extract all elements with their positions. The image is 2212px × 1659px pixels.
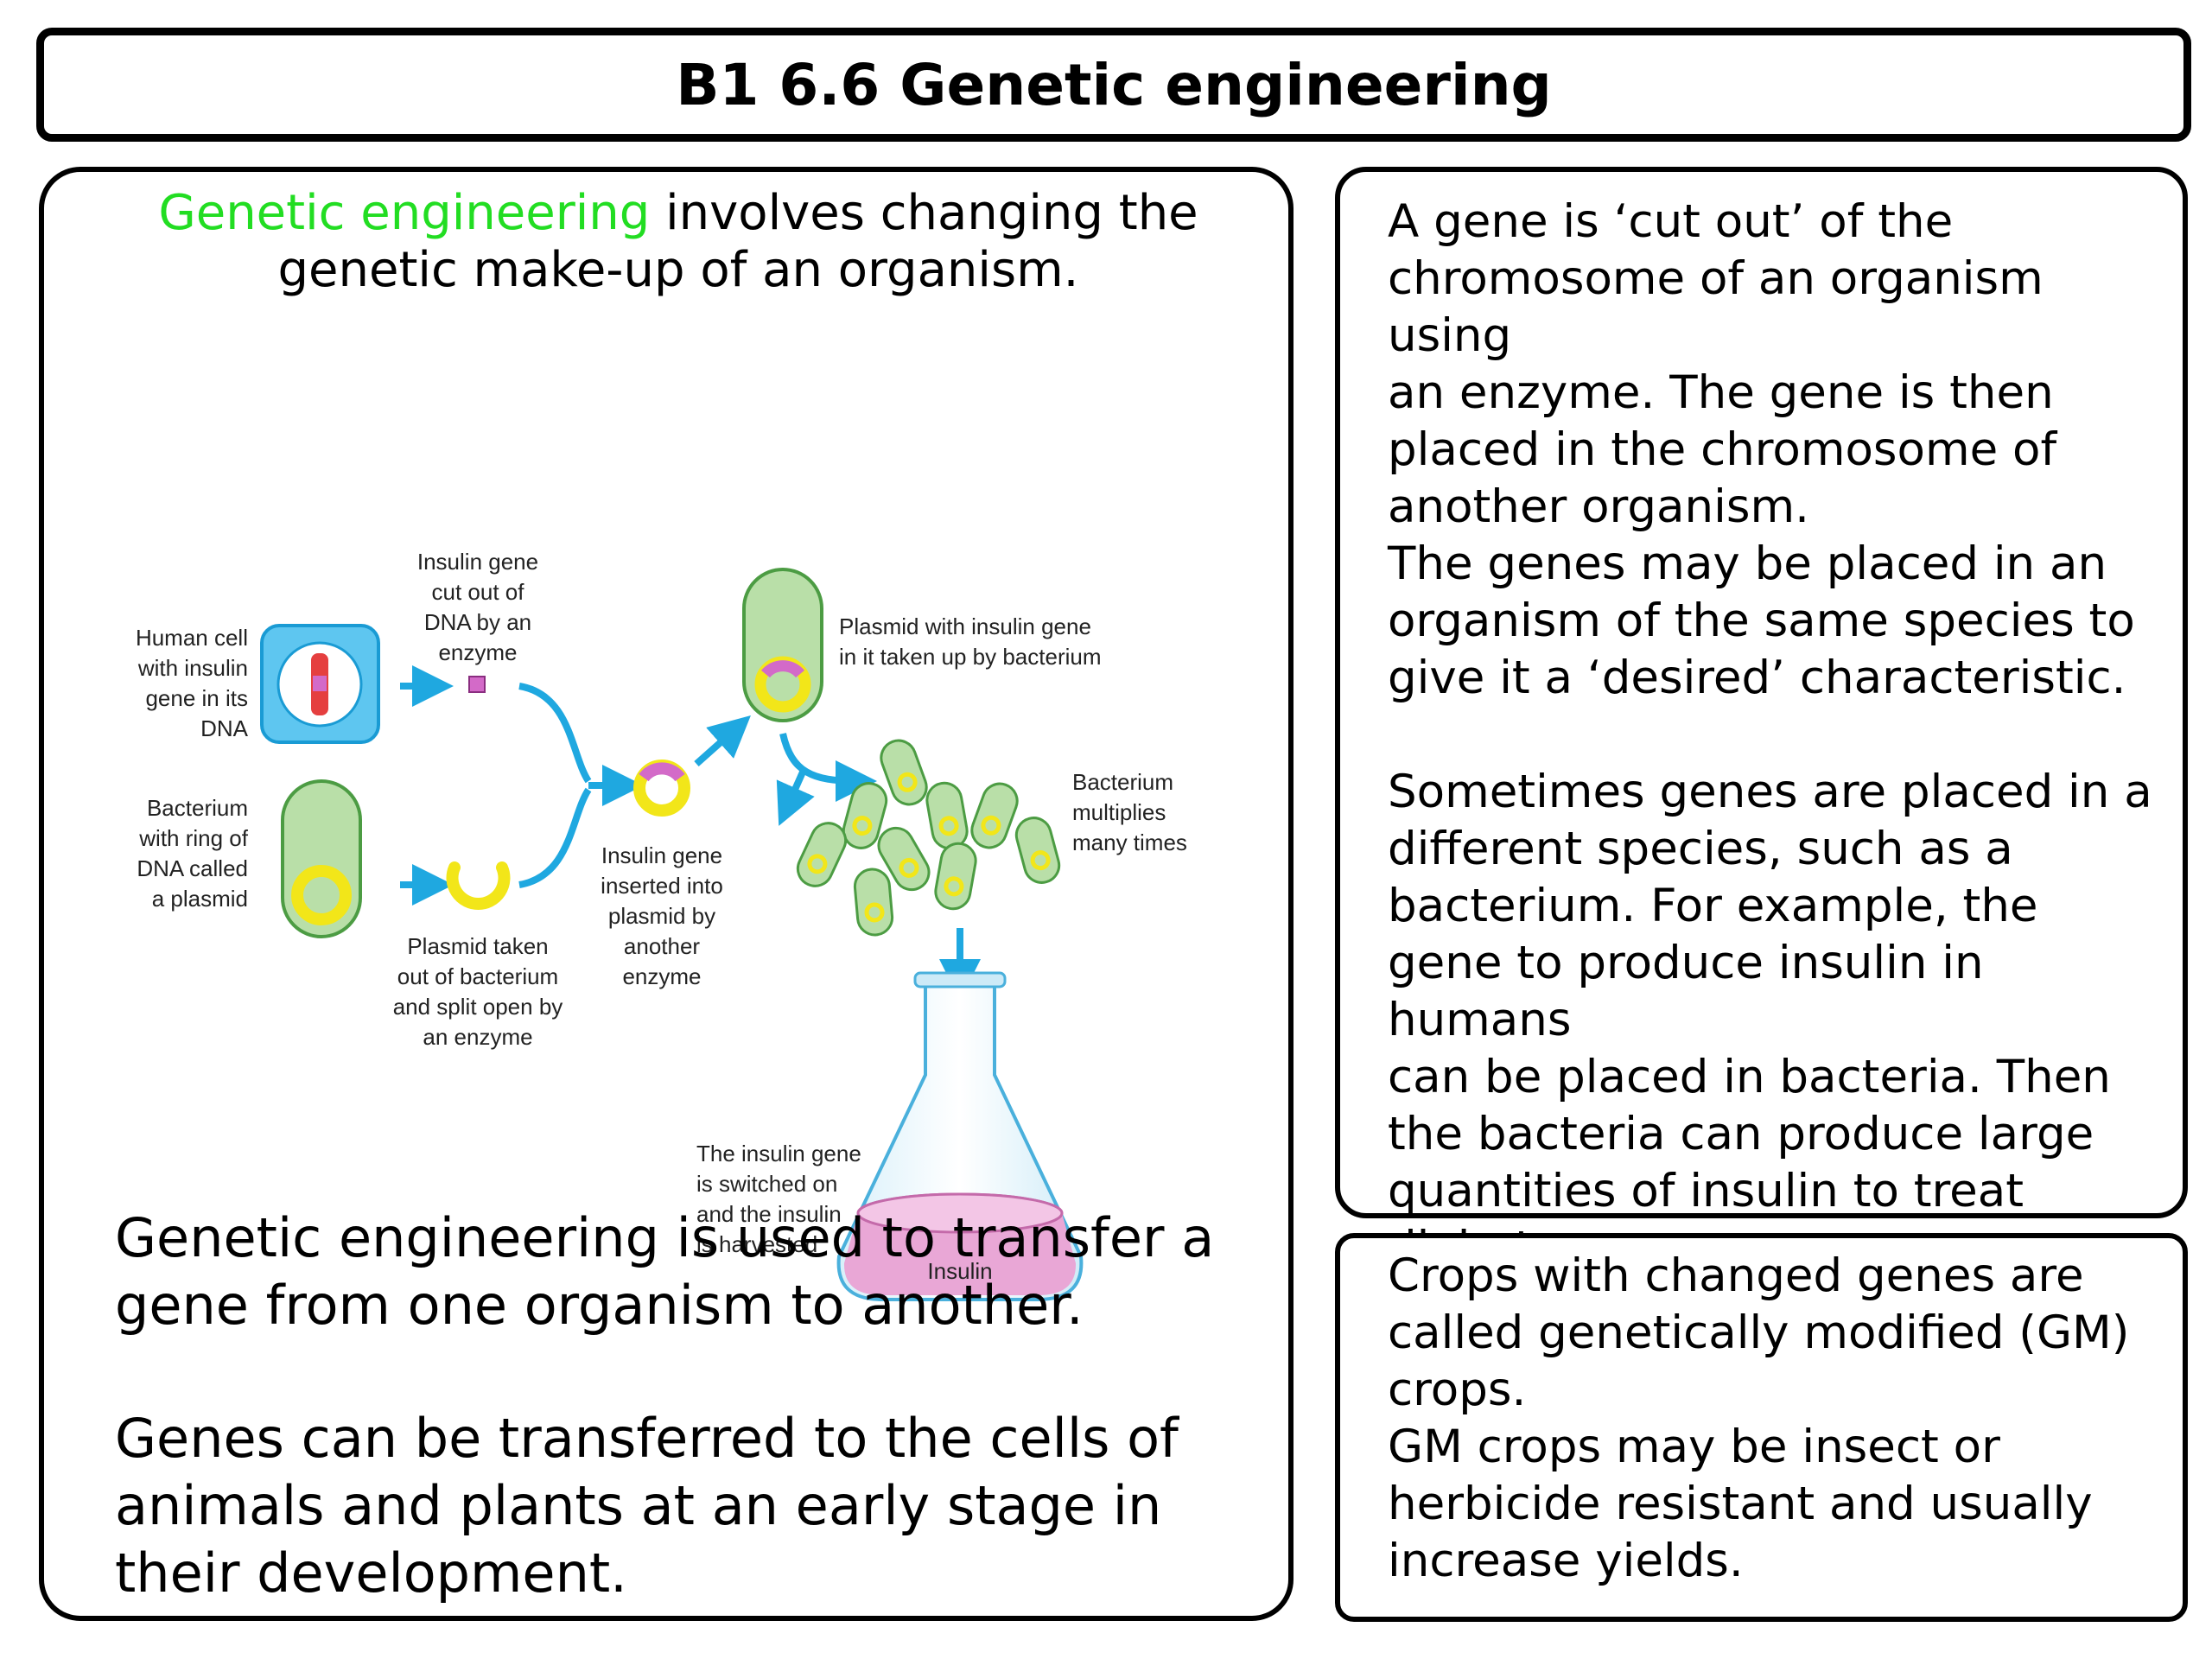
svg-text:with insulin: with insulin xyxy=(137,655,248,681)
svg-text:Plasmid taken: Plasmid taken xyxy=(407,933,548,959)
genetic-engineering-diagram: Human cell with insulin gene in its DNA … xyxy=(136,549,1187,1301)
svg-text:enzyme: enzyme xyxy=(622,963,701,989)
svg-text:is switched on: is switched on xyxy=(696,1171,837,1197)
svg-text:and split open by: and split open by xyxy=(393,994,563,1020)
svg-text:plasmid by: plasmid by xyxy=(608,903,715,929)
svg-text:Bacterium: Bacterium xyxy=(147,795,248,821)
intro-highlight: Genetic engineering xyxy=(158,185,651,241)
svg-text:Insulin gene: Insulin gene xyxy=(601,842,722,868)
svg-text:cut out of: cut out of xyxy=(432,579,525,605)
intro-text: Genetic engineering involves changing th… xyxy=(117,185,1240,299)
svg-text:enzyme: enzyme xyxy=(438,639,517,665)
plasmid-taken-label: Plasmid taken out of bacterium and split… xyxy=(393,933,563,1050)
early-stage-paragraph: Genes can be transferred to the cells of… xyxy=(115,1407,1179,1605)
transformed-bacterium-icon xyxy=(742,568,823,722)
svg-text:The insulin gene: The insulin gene xyxy=(696,1141,861,1166)
right-top-panel: A gene is ‘cut out’ of the chromosome of… xyxy=(1335,167,2188,1274)
gene-inserted-label: Insulin gene inserted into plasmid by an… xyxy=(601,842,723,989)
title-box: B1 6.6 Genetic engineering xyxy=(36,28,2191,142)
right-bottom-panel: Crops with changed genes are called gene… xyxy=(1335,1233,2188,1622)
arrow-merge-top-icon xyxy=(518,683,592,784)
svg-text:out of bacterium: out of bacterium xyxy=(397,963,558,989)
multiplies-label: Bacterium multiplies many times xyxy=(1072,769,1187,855)
svg-text:many times: many times xyxy=(1072,830,1187,855)
human-cell-label: Human cell with insulin gene in its DNA xyxy=(136,625,249,741)
svg-text:Plasmid with insulin gene: Plasmid with insulin gene xyxy=(839,613,1091,639)
svg-text:with ring of: with ring of xyxy=(138,825,248,851)
svg-text:DNA by an: DNA by an xyxy=(424,609,531,635)
flask-icon xyxy=(836,971,1084,1301)
arrow-multiply-icon xyxy=(779,733,877,802)
transfer-paragraph: Genetic engineering is used to transfer … xyxy=(115,1206,1215,1337)
different-species-paragraph: Sometimes genes are placed in a differen… xyxy=(1388,766,2152,1274)
same-species-paragraph: The genes may be placed in an organism o… xyxy=(1388,537,2135,704)
svg-text:another: another xyxy=(624,933,701,959)
svg-text:in it taken up by bacterium: in it taken up by bacterium xyxy=(839,644,1102,670)
svg-text:an enzyme: an enzyme xyxy=(423,1024,532,1050)
arrow-uptake-icon xyxy=(694,715,751,766)
recombinant-plasmid-icon xyxy=(633,760,690,817)
plasmid-uptake-label: Plasmid with insulin gene in it taken up… xyxy=(839,613,1102,670)
bacterium-label: Bacterium with ring of DNA called a plas… xyxy=(137,795,248,912)
svg-text:gene in its: gene in its xyxy=(145,685,248,711)
bacteria-colony-icon xyxy=(796,739,1061,937)
intro-rest: involves changing the genetic make-up of… xyxy=(277,185,1198,298)
svg-text:DNA: DNA xyxy=(200,715,249,741)
svg-text:DNA called: DNA called xyxy=(137,855,248,881)
svg-text:and the insulin: and the insulin xyxy=(696,1201,842,1227)
page-title: B1 6.6 Genetic engineering xyxy=(676,51,1552,118)
svg-text:inserted into: inserted into xyxy=(601,873,723,899)
gene-fragment-icon xyxy=(468,676,486,693)
gene-cut-paragraph: A gene is ‘cut out’ of the chromosome of… xyxy=(1388,195,2057,533)
arrow-merge-bottom-icon xyxy=(518,787,592,888)
open-plasmid-icon xyxy=(446,861,511,910)
svg-text:Human cell: Human cell xyxy=(136,625,248,651)
gene-cut-label: Insulin gene cut out of DNA by an enzyme xyxy=(417,549,538,665)
gm-crops-paragraph: Crops with changed genes are called gene… xyxy=(1388,1249,2130,1416)
left-panel: Genetic engineering involves changing th… xyxy=(39,167,1294,1621)
arrow-multiply-down-icon xyxy=(776,766,815,826)
human-cell-icon xyxy=(260,624,380,744)
svg-text:Insulin gene: Insulin gene xyxy=(417,549,538,575)
svg-text:multiplies: multiplies xyxy=(1072,799,1166,825)
insulin-label: Insulin xyxy=(927,1258,992,1284)
svg-text:Bacterium: Bacterium xyxy=(1072,769,1173,795)
gm-benefits-paragraph: GM crops may be insect or herbicide resi… xyxy=(1388,1421,2093,1587)
svg-text:is harvested: is harvested xyxy=(696,1231,817,1257)
bacterium-icon xyxy=(281,779,362,938)
svg-text:a plasmid: a plasmid xyxy=(152,886,248,912)
harvested-label: The insulin gene is switched on and the … xyxy=(696,1141,861,1257)
